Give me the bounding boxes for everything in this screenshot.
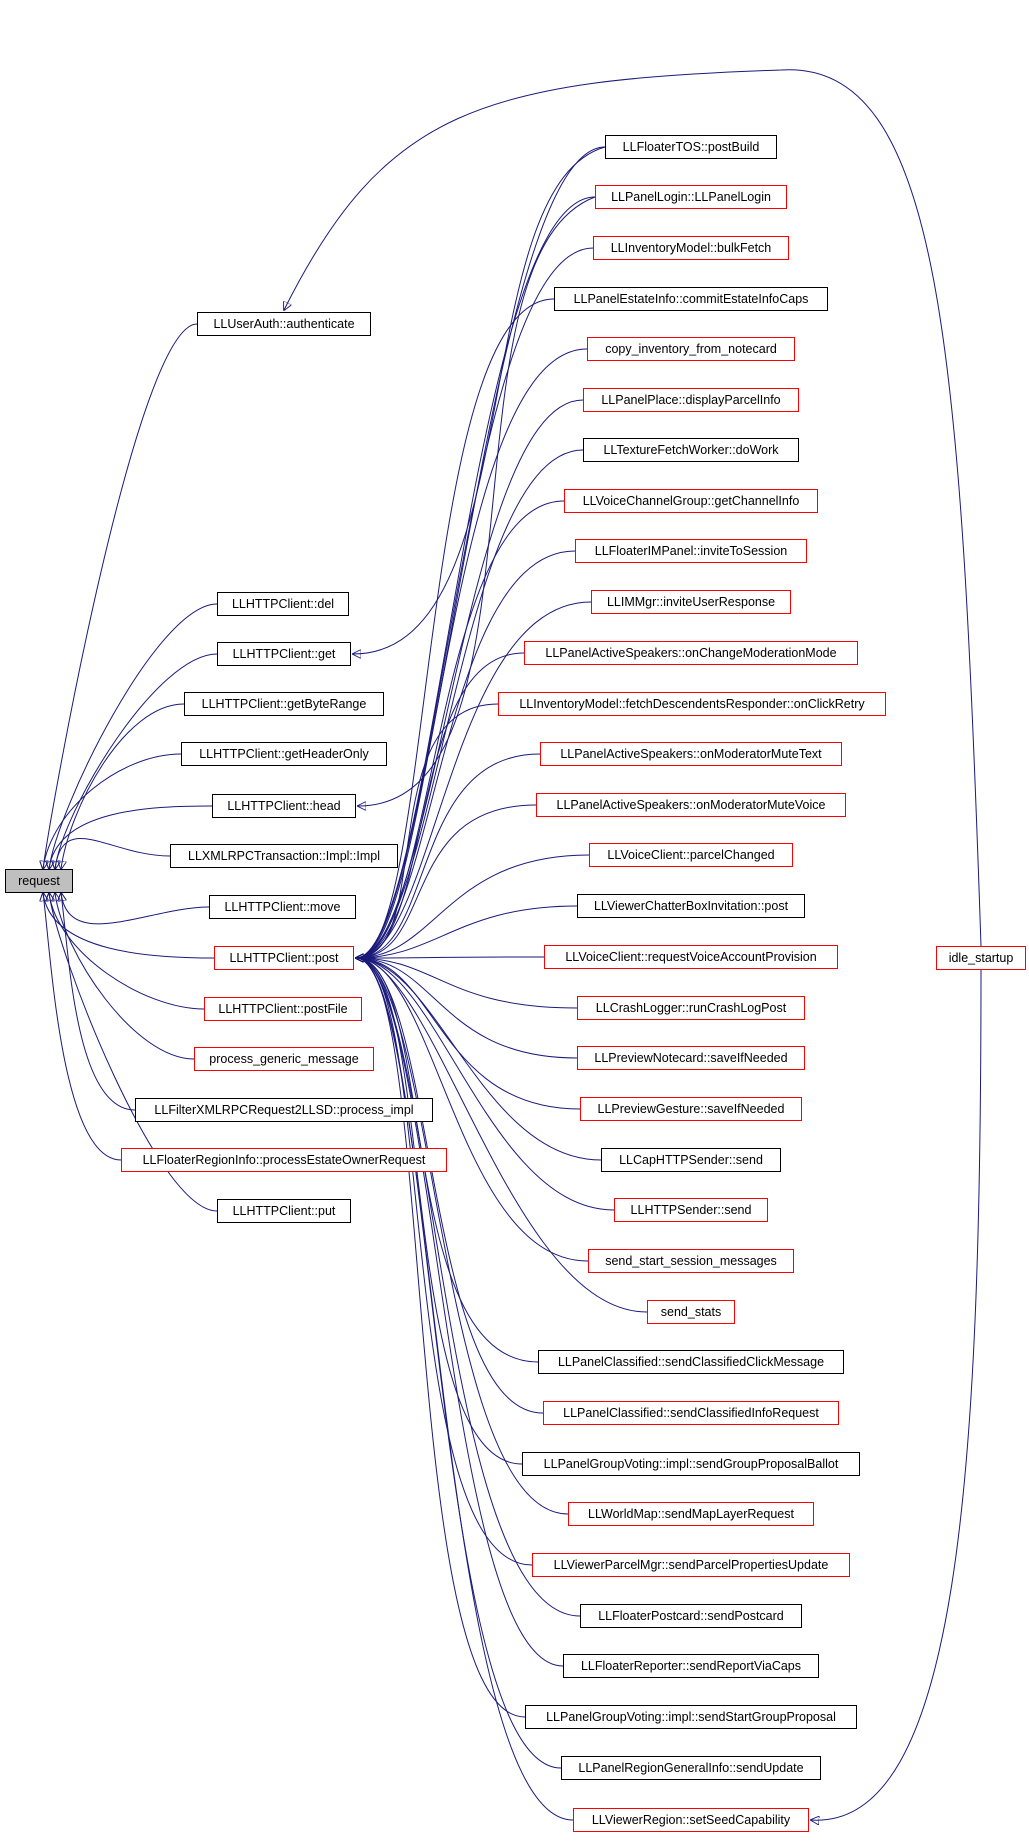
- edge-to-post: [356, 753, 541, 958]
- post-caller-node[interactable]: LLVoiceClient::parcelChanged: [589, 843, 793, 867]
- post-caller-node[interactable]: LLFloaterIMPanel::inviteToSession: [575, 539, 807, 563]
- edge-to-request: [55, 893, 195, 1060]
- edge-to-head: [358, 196, 596, 806]
- edge-to-post: [356, 958, 615, 1211]
- edge-to-post: [356, 958, 581, 1110]
- edge-to-post: [356, 958, 544, 1414]
- post-caller-node[interactable]: LLFloaterTOS::postBuild: [605, 135, 777, 159]
- left-caller-node[interactable]: LLHTTPClient::get: [217, 642, 351, 666]
- edge-idle-to-seed: [811, 969, 982, 1820]
- edge-to-post: [356, 854, 590, 958]
- left-caller-node[interactable]: LLHTTPClient::put: [217, 1199, 351, 1223]
- post-caller-node[interactable]: copy_inventory_from_notecard: [587, 337, 795, 361]
- post-caller-node[interactable]: LLPanelActiveSpeakers::onChangeModeratio…: [524, 641, 858, 665]
- edge-to-post: [356, 399, 584, 958]
- edge-to-request: [49, 893, 205, 1010]
- edge-to-request: [43, 893, 122, 1161]
- left-caller-node[interactable]: LLUserAuth::authenticate: [197, 312, 371, 336]
- edge-to-post: [356, 146, 606, 958]
- edge-to-post: [356, 958, 648, 1313]
- edge-to-request: [49, 893, 218, 1212]
- post-caller-node[interactable]: LLCrashLogger::runCrashLogPost: [577, 996, 805, 1020]
- edge-to-post: [356, 500, 565, 958]
- post-caller-node[interactable]: LLPanelClassified::sendClassifiedClickMe…: [538, 1350, 844, 1374]
- post-caller-node[interactable]: LLPanelLogin::LLPanelLogin: [595, 185, 787, 209]
- edge-to-request: [55, 653, 218, 869]
- edge-to-post: [356, 958, 523, 1465]
- edge-to-request: [49, 805, 213, 869]
- post-caller-node[interactable]: LLPanelActiveSpeakers::onModeratorMuteVo…: [536, 793, 846, 817]
- post-caller-node[interactable]: LLPreviewGesture::saveIfNeeded: [580, 1097, 802, 1121]
- edge-to-request: [55, 838, 171, 869]
- post-caller-node[interactable]: LLPanelRegionGeneralInfo::sendUpdate: [561, 1756, 821, 1780]
- post-caller-node[interactable]: LLWorldMap::sendMapLayerRequest: [568, 1502, 814, 1526]
- post-caller-node[interactable]: LLPanelActiveSpeakers::onModeratorMuteTe…: [540, 742, 842, 766]
- edge-to-post: [356, 703, 499, 958]
- edge-to-request: [61, 893, 210, 925]
- left-caller-node[interactable]: LLFloaterRegionInfo::processEstateOwnerR…: [121, 1148, 447, 1172]
- post-caller-node[interactable]: LLTextureFetchWorker::doWork: [583, 438, 799, 462]
- edge-to-post: [356, 905, 578, 958]
- edge-to-post: [356, 298, 555, 958]
- post-caller-node[interactable]: LLVoiceClient::requestVoiceAccountProvis…: [544, 945, 838, 969]
- post-caller-node[interactable]: send_start_session_messages: [588, 1249, 794, 1273]
- edge-to-post: [356, 958, 569, 1515]
- idle-startup-node[interactable]: idle_startup: [936, 946, 1026, 970]
- post-caller-node[interactable]: LLViewerChatterBoxInvitation::post: [577, 894, 805, 918]
- edge-to-post: [356, 958, 564, 1667]
- edge-to-request: [49, 603, 218, 869]
- edge-to-post: [356, 958, 574, 1821]
- edge-to-post: [356, 957, 545, 958]
- left-caller-node[interactable]: LLHTTPClient::postFile: [204, 997, 362, 1021]
- edge-to-post: [356, 958, 581, 1617]
- post-caller-node[interactable]: LLCapHTTPSender::send: [601, 1148, 781, 1172]
- post-caller-node[interactable]: LLViewerRegion::setSeedCapability: [573, 1808, 809, 1832]
- post-caller-node[interactable]: LLIMMgr::inviteUserResponse: [591, 590, 791, 614]
- post-caller-node[interactable]: LLFloaterReporter::sendReportViaCaps: [563, 1654, 819, 1678]
- edge-to-request: [43, 753, 182, 869]
- post-caller-node[interactable]: LLPanelClassified::sendClassifiedInfoReq…: [543, 1401, 839, 1425]
- edge-to-post: [356, 958, 602, 1161]
- left-caller-node[interactable]: process_generic_message: [194, 1047, 374, 1071]
- post-caller-node[interactable]: LLHTTPSender::send: [614, 1198, 768, 1222]
- post-caller-node[interactable]: LLPanelGroupVoting::impl::sendStartGroup…: [525, 1705, 857, 1729]
- edge-to-post: [356, 348, 588, 958]
- edge-to-post: [356, 958, 578, 1009]
- edge-to-request: [43, 323, 198, 869]
- edge-idle-to-authenticate: [284, 69, 982, 947]
- post-caller-node[interactable]: LLPanelPlace::displayParcelInfo: [583, 388, 799, 412]
- edge-to-post: [356, 958, 526, 1718]
- edge-to-request: [43, 893, 215, 959]
- left-caller-node[interactable]: LLXMLRPCTransaction::Impl::Impl: [170, 844, 398, 868]
- post-caller-node[interactable]: LLPreviewNotecard::saveIfNeeded: [577, 1046, 805, 1070]
- post-caller-node[interactable]: LLViewerParcelMgr::sendParcelPropertiesU…: [532, 1553, 850, 1577]
- edge-to-post: [356, 550, 576, 958]
- left-caller-node[interactable]: LLHTTPClient::head: [212, 794, 356, 818]
- left-caller-node[interactable]: LLHTTPClient::post: [214, 946, 354, 970]
- post-caller-node[interactable]: LLFloaterPostcard::sendPostcard: [580, 1604, 802, 1628]
- post-caller-node[interactable]: LLPanelEstateInfo::commitEstateInfoCaps: [554, 287, 828, 311]
- left-caller-node[interactable]: LLHTTPClient::getByteRange: [184, 692, 384, 716]
- edge-to-request: [61, 893, 136, 1111]
- request-node: request: [5, 869, 73, 893]
- left-caller-node[interactable]: LLFilterXMLRPCRequest2LLSD::process_impl: [135, 1098, 433, 1122]
- post-caller-node[interactable]: LLVoiceChannelGroup::getChannelInfo: [564, 489, 818, 513]
- edge-to-post: [356, 958, 578, 1059]
- edge-to-post: [356, 196, 596, 958]
- post-caller-node[interactable]: LLInventoryModel::bulkFetch: [593, 236, 789, 260]
- post-caller-node[interactable]: LLPanelGroupVoting::impl::sendGroupPropo…: [522, 1452, 860, 1476]
- left-caller-node[interactable]: LLHTTPClient::getHeaderOnly: [181, 742, 387, 766]
- left-caller-node[interactable]: LLHTTPClient::move: [209, 895, 356, 919]
- post-caller-node[interactable]: send_stats: [647, 1300, 735, 1324]
- edge-to-post: [356, 247, 594, 958]
- edge-to-post: [356, 958, 533, 1566]
- edge-to-post: [356, 804, 537, 958]
- post-caller-node[interactable]: LLInventoryModel::fetchDescendentsRespon…: [498, 692, 886, 716]
- edge-to-get: [353, 146, 606, 654]
- left-caller-node[interactable]: LLHTTPClient::del: [217, 592, 349, 616]
- edge-to-request: [61, 703, 185, 869]
